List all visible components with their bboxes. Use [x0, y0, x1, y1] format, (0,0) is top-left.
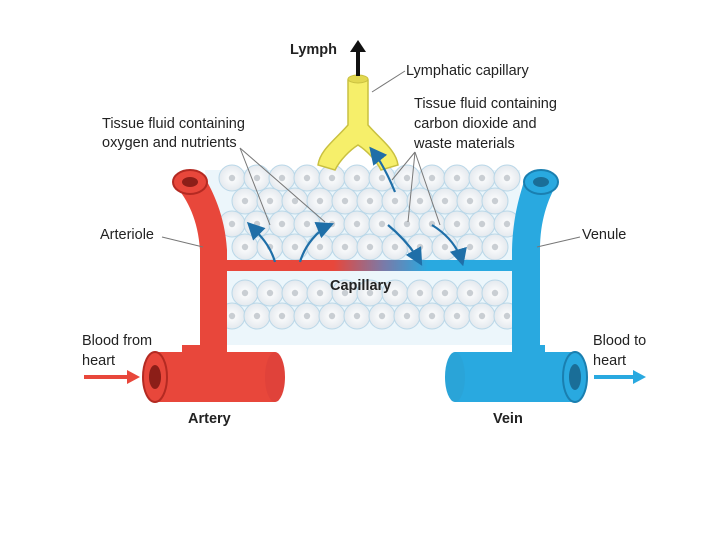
cell-nucleus — [241, 197, 249, 205]
cell-nucleus — [491, 289, 499, 297]
blood-in-arrow — [84, 370, 140, 384]
cell-nucleus — [253, 174, 261, 182]
cell-nucleus — [253, 312, 261, 320]
cell-nucleus — [403, 220, 411, 228]
cell-nucleus — [278, 312, 286, 320]
fluid-out-label-2: carbon dioxide and — [414, 116, 537, 132]
cell-nucleus — [253, 220, 261, 228]
cell-nucleus — [491, 197, 499, 205]
cell-nucleus — [303, 220, 311, 228]
cell-nucleus — [341, 243, 349, 251]
cell-nucleus — [441, 243, 449, 251]
blood-to-label-1: Blood to — [593, 333, 647, 349]
cell-nucleus — [491, 243, 499, 251]
cell-nucleus — [466, 243, 474, 251]
vein-label: Vein — [493, 411, 523, 427]
cell-nucleus — [303, 312, 311, 320]
blood-from-label-2: heart — [82, 353, 116, 369]
cell-nucleus — [478, 174, 486, 182]
artery-vessel — [142, 345, 285, 403]
cell-nucleus — [241, 243, 249, 251]
cell-nucleus — [416, 243, 424, 251]
cell-nucleus — [328, 174, 336, 182]
cell-nucleus — [391, 243, 399, 251]
cell-nucleus — [378, 312, 386, 320]
cell-nucleus — [266, 289, 274, 297]
cell-nucleus — [278, 220, 286, 228]
cell-nucleus — [441, 289, 449, 297]
cell-nucleus — [378, 220, 386, 228]
cell-nucleus — [316, 197, 324, 205]
cell-nucleus — [366, 197, 374, 205]
cell-nucleus — [391, 289, 399, 297]
cell-nucleus — [428, 312, 436, 320]
cell-nucleus — [228, 174, 236, 182]
cell-nucleus — [266, 197, 274, 205]
cell-nucleus — [366, 289, 374, 297]
cell-nucleus — [503, 174, 511, 182]
cell-nucleus — [303, 174, 311, 182]
blood-out-arrow — [594, 370, 646, 384]
cell-nucleus — [403, 312, 411, 320]
cell-nucleus — [428, 174, 436, 182]
cell-nucleus — [291, 243, 299, 251]
blood-from-label-1: Blood from — [82, 333, 153, 349]
lymph-arrow — [350, 40, 366, 76]
cell-nucleus — [328, 312, 336, 320]
cell-nucleus — [478, 312, 486, 320]
fluid-in-label-2: oxygen and nutrients — [102, 135, 237, 151]
lymphatic-capillary-vessel — [317, 74, 399, 171]
cell-nucleus — [441, 197, 449, 205]
arteriole-label: Arteriole — [100, 227, 154, 243]
cell-nucleus — [503, 220, 511, 228]
cell-nucleus — [341, 289, 349, 297]
venule-vessel — [512, 169, 559, 345]
cell-nucleus — [503, 312, 511, 320]
cell-nucleus — [228, 220, 236, 228]
cell-nucleus — [278, 174, 286, 182]
cell-nucleus — [316, 289, 324, 297]
cell-nucleus — [341, 197, 349, 205]
cell-nucleus — [466, 289, 474, 297]
venule-label: Venule — [582, 227, 627, 243]
blood-to-label-2: heart — [593, 353, 627, 369]
capillary-top — [222, 260, 516, 271]
cell-nucleus — [378, 174, 386, 182]
cell-nucleus — [453, 312, 461, 320]
fluid-out-label-1: Tissue fluid containing — [414, 96, 557, 112]
artery-label: Artery — [188, 411, 231, 427]
fluid-flow-arrows — [246, 146, 467, 267]
cell-nucleus — [466, 197, 474, 205]
cell-nucleus — [291, 289, 299, 297]
cell-nucleus — [353, 312, 361, 320]
cell-nucleus — [366, 243, 374, 251]
cell-nucleus — [291, 197, 299, 205]
cell-nucleus — [416, 289, 424, 297]
arteriole-vessel — [172, 169, 227, 345]
cell-nucleus — [228, 312, 236, 320]
cell-nucleus — [478, 220, 486, 228]
cell-nucleus — [453, 174, 461, 182]
capillary-label: Capillary — [330, 278, 392, 294]
cell-nucleus — [453, 220, 461, 228]
cell-nucleus — [403, 174, 411, 182]
cell-nucleus — [353, 174, 361, 182]
fluid-in-label-1: Tissue fluid containing — [102, 116, 245, 132]
cell-nucleus — [416, 197, 424, 205]
lymphatic-capillary-label: Lymphatic capillary — [406, 63, 529, 79]
lymph-label: Lymph — [290, 42, 337, 58]
cell-nucleus — [316, 243, 324, 251]
cell-nucleus — [241, 289, 249, 297]
cell-nucleus — [391, 197, 399, 205]
vein-vessel — [445, 345, 588, 403]
cell-nucleus — [353, 220, 361, 228]
tissue-cells — [205, 164, 521, 345]
fluid-out-label-3: waste materials — [414, 136, 515, 152]
leader-lines — [161, 70, 581, 248]
